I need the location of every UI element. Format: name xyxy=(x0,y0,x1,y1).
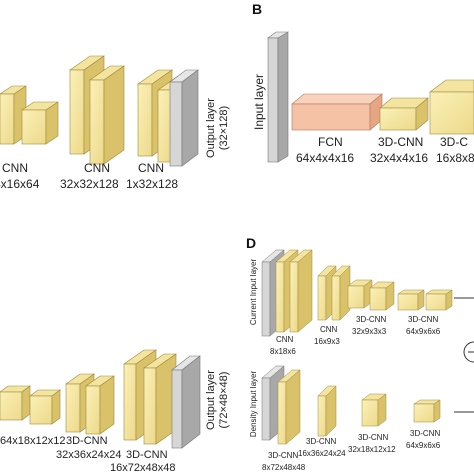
panel-d-top-label-4: 3D-CNN xyxy=(408,315,438,324)
panel-b-cnn-label-2: 3D-C xyxy=(440,135,468,149)
panel-d-top-cnn-block-1 xyxy=(275,249,313,333)
panel-d-top-dims-1: 8x18x6 xyxy=(270,347,296,356)
panel-c-label-cnn-3: 3D-CNN xyxy=(126,449,168,461)
panel-b-input-layer-label: Input layer xyxy=(252,74,266,130)
panel-b-cnn-dims-2: 16x8x8 xyxy=(436,151,474,165)
panel-b-letter: B xyxy=(252,1,262,17)
panel-d-top-cnn-block-2 xyxy=(317,265,351,321)
panel-d-bottom-dims-2: 16x36x24x24 xyxy=(298,449,346,458)
panel-d-bottom-dims-4: 64x9x6x6 xyxy=(406,441,441,450)
panel-c-output-layer-label: Output layer xyxy=(205,370,217,430)
panel-a-label-cnn-2: CNN xyxy=(84,161,110,175)
panel-d-top-label-1: CNN xyxy=(276,335,294,344)
panel-b-cnn-block-2 xyxy=(429,79,474,135)
panel-a-block-1 xyxy=(0,85,59,145)
panel-b-fcn-block xyxy=(291,93,383,131)
panel-a-dims-3: 1x32x128 xyxy=(126,177,178,191)
panel-c-label-cnn-2: 3D-CNN xyxy=(66,435,108,447)
panel-d-top-dims-4: 64x9x6x6 xyxy=(406,327,441,336)
panel-c: Output layer (72×48×48) 64x18x12x12 3D-C… xyxy=(0,349,230,474)
panel-b-fcn-dims: 64x4x4x16 xyxy=(296,151,354,165)
panel-d-bottom-dims-3: 32x18x12x12 xyxy=(348,445,396,454)
panel-c-output-dims: (72×48×48) xyxy=(218,372,230,429)
panel-c-block-3 xyxy=(123,349,177,445)
panel-d-bottom-label-1: 3D-CNN xyxy=(268,451,298,460)
panel-b-cnn-dims-1: 32x4x4x16 xyxy=(370,151,428,165)
panel-d-bottom-cnn-block-2 xyxy=(317,385,337,437)
panel-d-bottom-cnn-block-1 xyxy=(277,369,301,445)
panel-d-current-input-label: Current Input layer xyxy=(249,259,258,326)
panel-a-output-layer-label: Output layer xyxy=(205,98,217,158)
panel-b-fcn-label: FCN xyxy=(318,135,343,149)
panel-d-bottom-label-2: 3D-CNN xyxy=(306,437,336,446)
panel-d-top-dims-3: 32x9x3x3 xyxy=(352,327,387,336)
panel-a-label-cnn-3: CNN xyxy=(138,161,164,175)
panel-a: Output layer (32×128) CNN 4x16x64 CNN 32… xyxy=(0,55,230,191)
panel-b: B Input layer FCN 64x4x4x16 3D-CNN 32x4x… xyxy=(252,1,474,165)
panel-a-block-2 xyxy=(69,55,125,165)
panel-c-dims-1: 64x18x12x12 xyxy=(0,435,65,447)
panel-d-top-label-3: 3D-CNN xyxy=(356,315,386,324)
panel-c-dims-3: 16x72x48x48 xyxy=(110,462,175,474)
panel-d-top-dims-2: 16x9x3 xyxy=(314,337,340,346)
panel-d-bottom-label-3: 3D-CNN xyxy=(358,433,388,442)
panel-d-bottom-cnn-block-4 xyxy=(413,399,441,423)
panel-c-output-layer-block xyxy=(171,355,201,449)
panel-a-dims-2: 32x32x128 xyxy=(60,177,119,191)
panel-b-cnn-label-1: 3D-CNN xyxy=(378,135,423,149)
panel-c-block-2 xyxy=(65,373,115,435)
panel-d-bottom-label-4: 3D-CNN xyxy=(410,429,440,438)
panel-b-cnn-block-1 xyxy=(379,97,429,131)
panel-a-label-cnn-1: CNN xyxy=(2,161,28,175)
panel-d: D Current Input layer xyxy=(246,235,474,472)
panel-d-top-cnn-block-4 xyxy=(397,289,453,311)
panel-a-output-dims: (32×128) xyxy=(218,106,230,150)
panel-d-density-input-label: Density Input layer xyxy=(249,371,258,438)
panel-d-top-label-2: CNN xyxy=(320,325,338,334)
panel-c-dims-2: 32x36x24x24 xyxy=(56,449,121,461)
panel-a-output-layer-block xyxy=(169,69,199,167)
panel-b-input-layer-block xyxy=(267,31,289,163)
panel-d-bottom-cnn-block-3 xyxy=(361,393,387,427)
panel-d-merge-symbol xyxy=(463,341,474,363)
panel-d-bottom-dims-1: 8x72x48x48 xyxy=(262,463,306,472)
panel-d-letter: D xyxy=(246,235,256,251)
panel-a-dims-1: 4x16x64 xyxy=(0,177,40,191)
panel-d-top-cnn-block-3 xyxy=(347,279,395,311)
panel-c-block-1 xyxy=(0,385,61,425)
